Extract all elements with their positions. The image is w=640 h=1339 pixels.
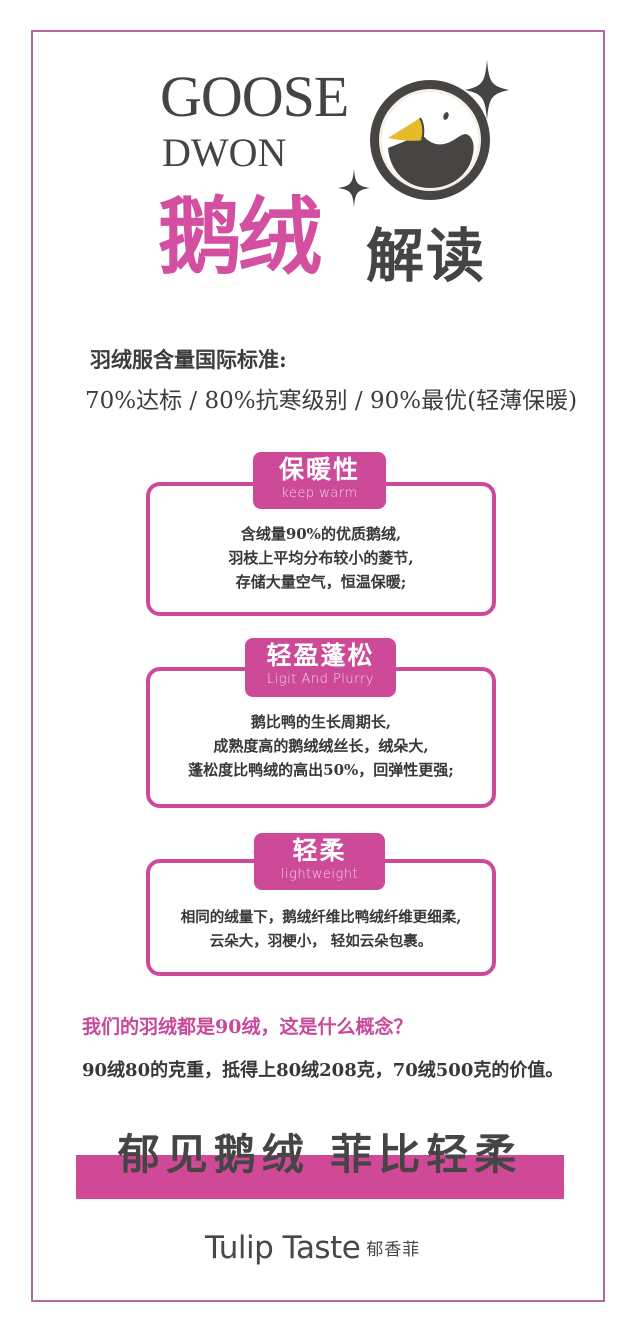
question-answer: 90绒80的克重，抵得上80绒208克，70绒500克的价值。 [82,1060,564,1081]
feature-title: 轻柔 [292,836,347,865]
feature-line: 相同的绒量下，鹅绒纤维比鸭绒纤维更细柔, [180,909,462,926]
feature-tab-keep-warm: 保暖性 keep warm [253,452,386,509]
title-en-dwon: DWON [162,130,287,175]
title-en-goose: GOOSE [160,64,349,129]
slogan-text: 郁见鹅绒 菲比轻柔 [117,1130,523,1179]
feature-line: 成熟度高的鹅绒绒丝长，绒朵大, [213,737,429,755]
brand-name-cn: 郁香菲 [366,1240,421,1260]
sparkle-star-icon [338,168,370,208]
feature-line: 羽枝上平均分布较小的菱节, [228,549,414,567]
title-cn-goose-down: 鹅绒 [158,188,322,286]
feature-line: 云朵大，羽梗小， 轻如云朵包裹。 [209,933,433,950]
goose-head-logo-icon [370,80,490,200]
feature-subtitle: Ligit And Plurry [266,672,375,687]
feature-subtitle: lightweight [280,867,359,882]
standard-levels: 70%达标 / 80%抗寒级别 / 90%最优(轻薄保暖) [85,388,578,414]
feature-subtitle: keep warm [281,486,358,501]
feature-tab-light-fluffy: 轻盈蓬松 Ligit And Plurry [245,638,396,697]
feature-body-light-fluffy: 鹅比鸭的生长周期长, 成熟度高的鹅绒绒丝长，绒朵大, 蓬松度比鸭绒的高出50%，… [146,710,496,782]
feature-line: 鹅比鸭的生长周期长, [250,713,392,731]
feature-title: 保暖性 [278,455,360,484]
feature-title: 轻盈蓬松 [266,641,375,670]
sparkle-star-icon [465,60,509,120]
feature-line: 含绒量90%的优质鹅绒, [240,525,402,543]
standard-heading: 羽绒服含量国际标准: [90,347,287,372]
slogan-band [76,1155,564,1199]
question-heading: 我们的羽绒都是90绒，这是什么概念？ [82,1016,413,1038]
brand-name-en: Tulip Taste [205,1230,361,1266]
page-frame [31,30,605,1302]
title-cn-interpretation: 解读 [366,222,487,290]
feature-body-keep-warm: 含绒量90%的优质鹅绒, 羽枝上平均分布较小的菱节, 存储大量空气，恒温保暖; [146,522,496,594]
feature-tab-lightweight: 轻柔 lightweight [254,833,385,890]
feature-line: 存储大量空气，恒温保暖; [235,573,407,591]
feature-line: 蓬松度比鸭绒的高出50%，回弹性更强; [188,761,454,779]
feature-body-lightweight: 相同的绒量下，鹅绒纤维比鸭绒纤维更细柔, 云朵大，羽梗小， 轻如云朵包裹。 [146,906,496,954]
